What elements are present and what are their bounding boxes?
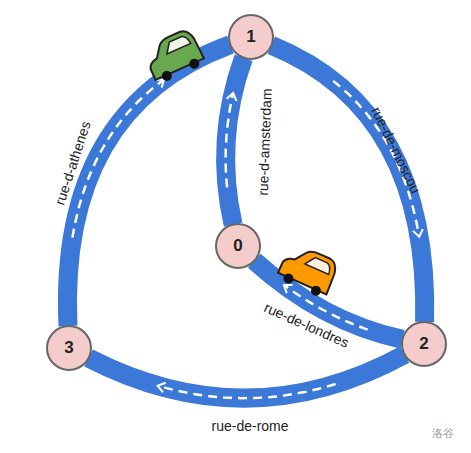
road-connector (271, 45, 424, 322)
intersection-circle: 3 (45, 324, 93, 372)
circle-shape (229, 15, 273, 59)
node-number: 2 (419, 334, 428, 354)
circle-shape (47, 326, 91, 370)
circle-shape (216, 224, 260, 268)
road-connector (226, 58, 244, 225)
direction-dashes (226, 94, 233, 188)
car-body (278, 242, 340, 295)
road-band (226, 58, 244, 225)
watermark: 洛谷 (432, 426, 454, 441)
intersection-circle: 1 (227, 13, 275, 61)
car-wheel (309, 284, 322, 297)
node-number: 1 (246, 27, 255, 47)
intersection-circle: 0 (214, 222, 262, 270)
car-wheel (282, 272, 295, 285)
road-band (271, 45, 424, 322)
road-band (89, 355, 405, 399)
road-band (67, 45, 230, 326)
node-number: 3 (64, 338, 73, 358)
node-number: 0 (233, 236, 242, 256)
car-wheel (188, 57, 201, 70)
street-name: rue-d-amsterdam (254, 88, 274, 196)
road-connector (89, 355, 405, 399)
direction-dashes (159, 384, 336, 398)
direction-dashes (72, 80, 163, 238)
road-connector (67, 45, 230, 326)
car-window (163, 34, 191, 54)
street-name: rue-de-rome (212, 418, 289, 434)
intersection-circle: 2 (400, 320, 448, 368)
orange-car (276, 242, 341, 300)
green-car (142, 27, 207, 85)
car-wheel (160, 69, 173, 82)
car-body (142, 27, 204, 80)
car-window (305, 255, 333, 275)
circle-shape (402, 322, 446, 366)
